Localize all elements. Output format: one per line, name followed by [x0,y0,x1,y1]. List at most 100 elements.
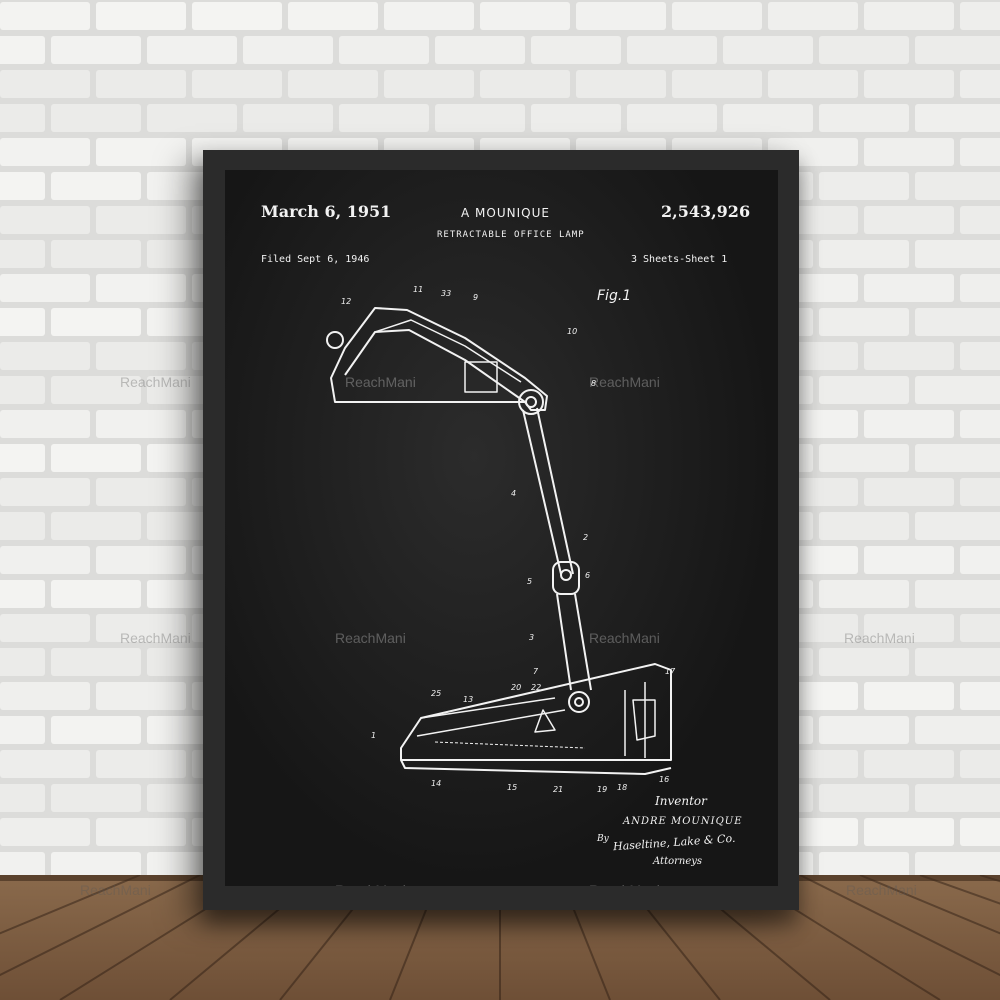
brick [960,206,1000,234]
brick [192,2,282,30]
brick [864,342,954,370]
svg-text:8: 8 [591,379,596,388]
brick [288,70,378,98]
brick [96,206,186,234]
brick [51,852,141,875]
svg-text:13: 13 [463,695,473,704]
brick [96,138,186,166]
brick [0,818,90,846]
brick [915,308,1000,336]
plank-seam [979,875,1000,883]
brick [0,614,90,642]
brick [864,818,954,846]
brick [915,36,1000,64]
brick [819,512,909,540]
watermark: ReachMani [844,630,915,646]
brick [96,274,186,302]
brick [864,274,954,302]
svg-text:20: 20 [511,683,521,692]
svg-text:1: 1 [371,731,376,740]
plank-seam [0,875,141,935]
brick [384,2,474,30]
brick [0,478,90,506]
brick [915,648,1000,676]
brick [96,818,186,846]
brick [51,172,141,200]
brick [147,104,237,132]
brick [192,70,282,98]
brick [96,546,186,574]
brick [288,2,378,30]
brick [0,784,45,812]
svg-text:3: 3 [529,633,534,642]
brick [531,104,621,132]
brick [339,104,429,132]
brick [768,70,858,98]
brick [960,410,1000,438]
brick [147,36,237,64]
brick [819,852,909,875]
watermark: ReachMani [120,374,191,390]
brick [819,308,909,336]
svg-text:18: 18 [617,783,627,792]
filed-date: Filed Sept 6, 1946 [261,254,370,265]
brick [96,478,186,506]
brick [51,648,141,676]
brick [96,682,186,710]
brick [819,648,909,676]
brick [960,2,1000,30]
brick [51,444,141,472]
brick [960,614,1000,642]
svg-text:7: 7 [533,667,539,676]
brick [915,104,1000,132]
brick [0,274,90,302]
brick [0,648,45,676]
brick [435,36,525,64]
brick [51,716,141,744]
brick [51,240,141,268]
svg-text:25: 25 [431,689,441,698]
brick [864,750,954,778]
brick [0,546,90,574]
watermark: ReachMani [120,630,191,646]
brick [864,614,954,642]
svg-text:14: 14 [431,779,441,788]
svg-text:6: 6 [585,571,590,580]
brick [819,376,909,404]
brick [960,342,1000,370]
brick [960,138,1000,166]
brick [864,206,954,234]
brick [819,580,909,608]
watermark: ReachMani [589,630,660,646]
plank-seam [799,875,1000,977]
watermark: ReachMani [589,374,660,390]
svg-text:17: 17 [665,667,676,676]
patent-title: RETRACTABLE OFFICE LAMP [437,230,585,240]
brick [915,172,1000,200]
brick [819,172,909,200]
brick [51,376,141,404]
inventor-header: A MOUNIQUE [461,206,550,220]
brick [51,104,141,132]
sheet-count: 3 Sheets-Sheet 1 [631,254,728,265]
brick [0,36,45,64]
patent-number: 2,543,926 [661,202,751,221]
brick [915,444,1000,472]
svg-text:5: 5 [527,577,532,586]
svg-text:2: 2 [583,533,588,542]
patent-poster: 12 11 33 9 10 8 4 2 5 6 3 7 22 20 25 13 … [225,170,778,886]
watermark: ReachMani [846,882,917,898]
watermark: ReachMani [335,630,406,646]
watermark: ReachMani [589,882,660,886]
brick [915,580,1000,608]
signature-by: By [597,834,609,844]
svg-text:33: 33 [441,289,451,298]
plank-seam [919,875,1000,905]
brick [0,750,90,778]
brick [672,2,762,30]
svg-text:4: 4 [511,489,516,498]
brick [51,580,141,608]
brick [864,478,954,506]
brick [0,512,45,540]
brick [960,546,1000,574]
